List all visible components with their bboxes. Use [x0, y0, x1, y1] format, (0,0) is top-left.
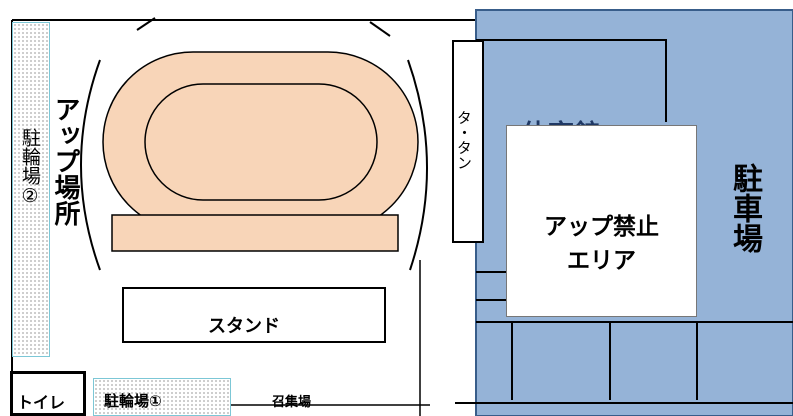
bicycle-parking-1-label: 駐輪場①	[104, 392, 162, 410]
assembly-area-label: 召集場	[272, 395, 312, 410]
no-warmup-area-label: アップ禁止エリア	[544, 214, 659, 274]
bicycle-parking-2-area	[12, 22, 50, 357]
sign-label: タ・タン	[455, 110, 473, 170]
warmup-area-label: アップ場所	[50, 96, 80, 226]
toilet-label: トイレ	[17, 393, 66, 412]
gymnasium-line	[476, 39, 667, 122]
warmup-arc-right	[407, 59, 428, 271]
top-tick-left	[136, 17, 156, 31]
parking-label: 駐車場	[727, 163, 762, 253]
warmup-arc-left	[80, 59, 101, 271]
top-tick-right	[369, 21, 391, 37]
track-inner	[144, 83, 378, 201]
toilet-box	[10, 371, 86, 416]
no-warmup-area-box	[506, 125, 697, 317]
stand-label: スタンド	[208, 316, 280, 337]
stand-box	[122, 287, 386, 343]
sign-box	[452, 40, 484, 243]
bicycle-parking-2-label: 駐輪場②	[19, 128, 41, 207]
track-straight	[111, 214, 399, 252]
